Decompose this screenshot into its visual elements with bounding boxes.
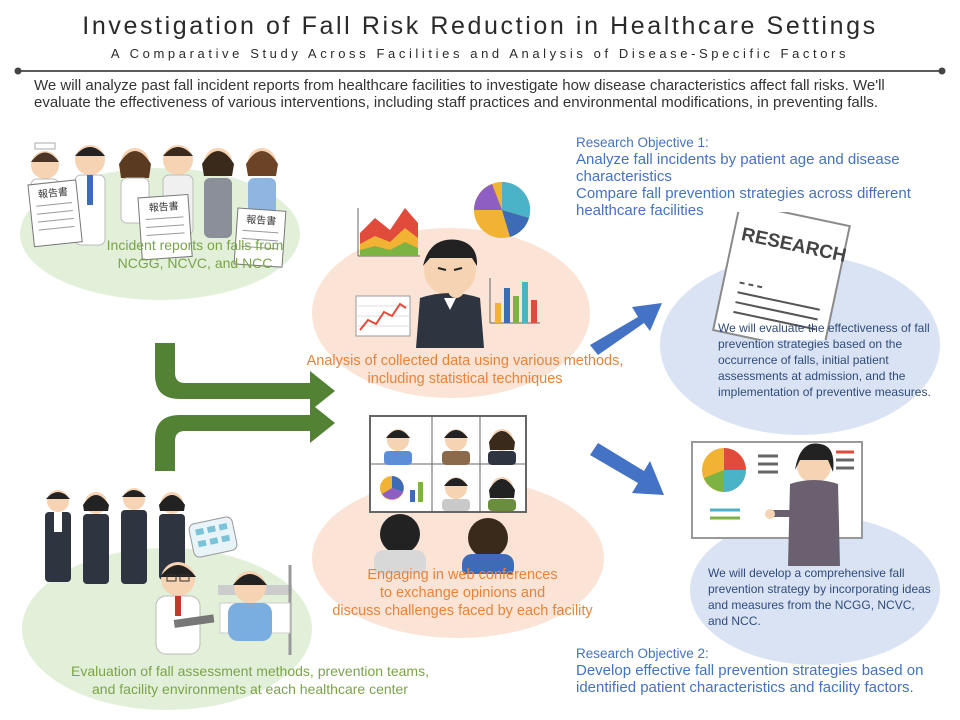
participant-icon-4 bbox=[442, 477, 470, 511]
objective-1-line-2: Compare fall prevention strategies acros… bbox=[576, 185, 911, 219]
objective-2-body: Develop effective fall prevention strate… bbox=[576, 662, 924, 696]
flow-arrows-blue bbox=[590, 303, 664, 495]
flow-arrows-green bbox=[155, 343, 335, 471]
analysis-caption: Analysis of collected data using various… bbox=[306, 353, 624, 387]
research-objective-2: Research Objective 2: Develop effective … bbox=[576, 646, 952, 696]
blue-arrow-down-icon bbox=[590, 443, 664, 495]
thinking-man-icon bbox=[416, 239, 484, 348]
viewer-icon-left bbox=[374, 514, 426, 574]
data-analysis-illustration bbox=[355, 181, 540, 348]
patient-icon bbox=[228, 571, 272, 641]
presenter-icon bbox=[765, 443, 840, 566]
strategy-presentation-illustration bbox=[691, 441, 863, 566]
objective-1-line-1: Analyze fall incidents by patient age an… bbox=[576, 151, 900, 185]
page-title: Investigation of Fall Risk Reduction in … bbox=[82, 12, 878, 40]
report-stamp-3: 報告書 bbox=[246, 213, 277, 228]
report-stamp-1: 報告書 bbox=[37, 185, 68, 201]
doctor-icon bbox=[155, 562, 215, 655]
green-arrow-bottom-icon bbox=[155, 403, 335, 471]
facility-evaluation-illustration bbox=[45, 488, 292, 655]
area-chart-icon bbox=[357, 208, 420, 257]
shared-chart-icon bbox=[380, 476, 423, 502]
objective-1-heading: Research Objective 1: bbox=[576, 135, 709, 150]
report-stamp-2: 報告書 bbox=[148, 199, 179, 214]
bar-chart-icon bbox=[489, 278, 540, 324]
hospital-staff-illustration: 報告書 報告書 報告書 bbox=[27, 142, 287, 268]
participant-icon-3 bbox=[488, 429, 516, 465]
intro-text: We will analyze past fall incident repor… bbox=[34, 77, 885, 111]
pie-chart-icon bbox=[474, 181, 531, 238]
objective-2-heading: Research Objective 2: bbox=[576, 646, 709, 661]
title-divider bbox=[14, 67, 946, 75]
research-objective-1: Research Objective 1: Analyze fall incid… bbox=[576, 135, 946, 219]
strategy-description: We will develop a comprehensive fall pre… bbox=[708, 566, 931, 628]
incident-reports-caption: Incident reports on falls from NCGG, NCV… bbox=[106, 237, 284, 271]
green-arrow-top-icon bbox=[155, 343, 335, 411]
page-subtitle: A Comparative Study Across Facilities an… bbox=[110, 46, 850, 61]
conference-caption: Engaging in web conferences to exchange … bbox=[332, 567, 593, 619]
web-conference-illustration bbox=[369, 415, 527, 574]
calculator-icon bbox=[188, 516, 238, 558]
incident-report-papers: 報告書 報告書 報告書 bbox=[27, 179, 287, 268]
research-description: We will evaluate the effectiveness of fa… bbox=[718, 321, 931, 399]
participant-icon-5 bbox=[488, 477, 516, 511]
blue-arrow-up-icon bbox=[590, 303, 662, 355]
viewer-icon-right bbox=[462, 518, 514, 574]
line-graph-icon bbox=[355, 295, 411, 337]
research-document-icon: RESEARCH bbox=[711, 212, 851, 340]
evaluation-caption: Evaluation of fall assessment methods, p… bbox=[71, 663, 429, 697]
participant-icon-2 bbox=[442, 429, 470, 465]
participant-icon-1 bbox=[384, 429, 412, 465]
